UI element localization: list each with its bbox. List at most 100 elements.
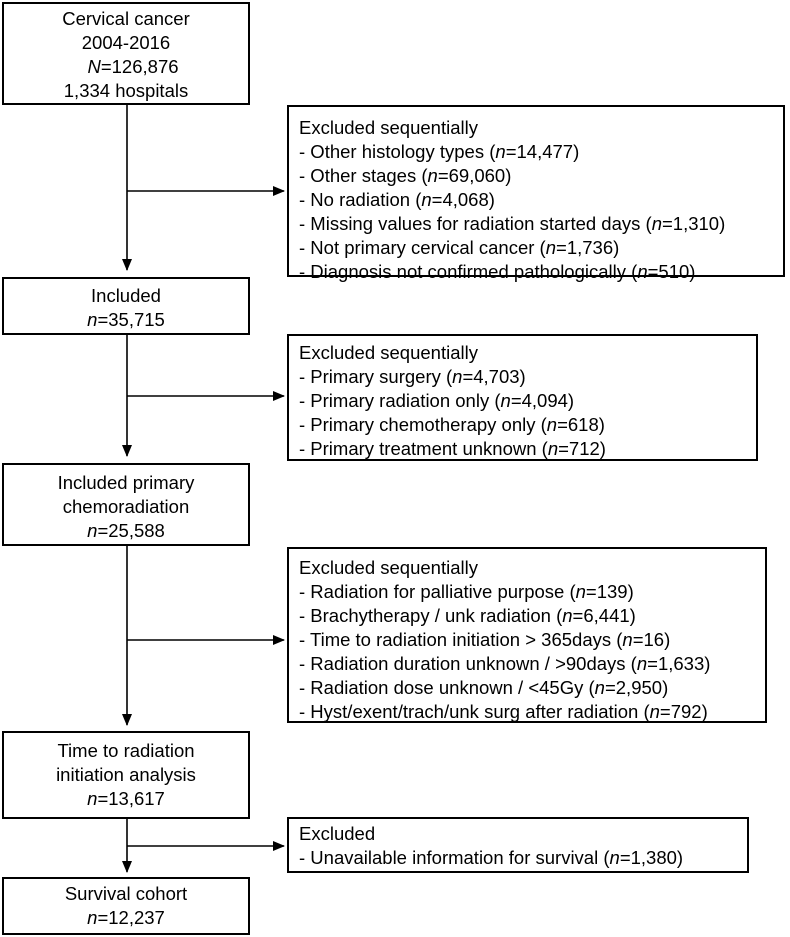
- exclusion-item-text: - Other histology types (: [299, 141, 496, 162]
- exclusion-item: - Brachytherapy / unk radiation (n=6,441…: [299, 604, 765, 628]
- survival-cohort-box: Survival cohort n=12,237: [2, 877, 250, 935]
- exclusion-item-text: - Time to radiation initiation > 365days…: [299, 629, 623, 650]
- start-count-var: N: [87, 56, 101, 77]
- exclusion-item-text: - No radiation (: [299, 189, 422, 210]
- start-line-2: 2004-2016: [81, 32, 171, 53]
- exclusion-item-value: =139): [585, 581, 634, 602]
- exclusion-box-4: Excluded - Unavailable information for s…: [287, 817, 749, 873]
- included-count: n=35,715: [4, 308, 248, 332]
- exclusion-item: - Not primary cervical cancer (n=1,736): [299, 236, 783, 260]
- exclusion-item-var: n: [547, 438, 559, 459]
- exclusion-item-text: - Diagnosis not confirmed pathologically…: [299, 261, 638, 282]
- included-chemoradiation-count-var: n: [87, 520, 98, 541]
- start-line-4: 1,334 hospitals: [63, 80, 189, 101]
- exclusion-item-text: - Unavailable information for survival (: [299, 847, 610, 868]
- exclusion-1-list: - Other histology types (n=14,477)- Othe…: [299, 140, 783, 284]
- exclusion-item-value: =6,441): [572, 605, 636, 626]
- exclusion-item: - Diagnosis not confirmed pathologically…: [299, 260, 783, 284]
- survival-cohort-count: n=12,237: [4, 906, 248, 930]
- exclusion-item: - Missing values for radiation started d…: [299, 212, 783, 236]
- start-line-1: Cervical cancer: [62, 8, 190, 29]
- start-box: Cervical cancer 2004-2016 N=126,876 1,33…: [2, 2, 250, 105]
- included-chemoradiation-count-value: =25,588: [97, 520, 165, 541]
- exclusion-item-var: n: [427, 165, 438, 186]
- exclusion-2-header: Excluded sequentially: [299, 342, 478, 363]
- exclusion-item: - Radiation duration unknown / >90days (…: [299, 652, 765, 676]
- exclusion-item-var: n: [575, 581, 586, 602]
- exclusion-1-header: Excluded sequentially: [299, 117, 478, 138]
- time-to-radiation-count-var: n: [87, 788, 98, 809]
- included-count-value: =35,715: [97, 309, 165, 330]
- exclusion-item: - Primary chemotherapy only (n=618): [299, 413, 756, 437]
- exclusion-box-3: Excluded sequentially - Radiation for pa…: [287, 547, 767, 723]
- start-count-value: =126,876: [100, 56, 179, 77]
- exclusion-4-header: Excluded: [299, 823, 376, 844]
- exclusion-item-text: - Missing values for radiation started d…: [299, 213, 652, 234]
- exclusion-4-list: - Unavailable information for survival (…: [299, 846, 747, 870]
- exclusion-item: - Other stages (n=69,060): [299, 164, 783, 188]
- included-chemoradiation-count: n=25,588: [4, 519, 248, 543]
- exclusion-item-text: - Radiation for palliative purpose (: [299, 581, 576, 602]
- exclusion-item: - Other histology types (n=14,477): [299, 140, 783, 164]
- exclusion-item-value: =16): [632, 629, 671, 650]
- exclusion-item-var: n: [495, 141, 506, 162]
- survival-cohort-count-var: n: [87, 907, 98, 928]
- exclusion-item-var: n: [649, 701, 660, 722]
- exclusion-item: - Radiation for palliative purpose (n=13…: [299, 580, 765, 604]
- exclusion-item: - Primary radiation only (n=4,094): [299, 389, 756, 413]
- exclusion-item-value: =14,477): [505, 141, 580, 162]
- exclusion-box-1: Excluded sequentially - Other histology …: [287, 105, 785, 282]
- exclusion-item-value: =69,060): [437, 165, 512, 186]
- exclusion-item-var: n: [562, 605, 573, 626]
- exclusion-item: - Radiation dose unknown / <45Gy (n=2,95…: [299, 676, 765, 700]
- included-chemoradiation-line-1: Included primary: [57, 472, 195, 493]
- exclusion-item-var: n: [637, 261, 648, 282]
- exclusion-item-var: n: [452, 366, 463, 387]
- exclusion-item-value: =4,703): [462, 366, 526, 387]
- included-chemoradiation-line-2: chemoradiation: [62, 496, 190, 517]
- exclusion-item-value: =792): [659, 701, 708, 722]
- exclusion-item-value: =1,633): [647, 653, 711, 674]
- exclusion-item: - Primary treatment unknown (n=712): [299, 437, 756, 461]
- included-chemoradiation-box: Included primary chemoradiation n=25,588: [2, 463, 250, 546]
- exclusion-item-value: =1,736): [556, 237, 620, 258]
- exclusion-item: - Time to radiation initiation > 365days…: [299, 628, 765, 652]
- exclusion-3-list: - Radiation for palliative purpose (n=13…: [299, 580, 765, 724]
- exclusion-item-var: n: [622, 629, 633, 650]
- exclusion-item: - Primary surgery (n=4,703): [299, 365, 756, 389]
- exclusion-item-text: - Primary radiation only (: [299, 390, 501, 411]
- exclusion-2-list: - Primary surgery (n=4,703)- Primary rad…: [299, 365, 756, 461]
- exclusion-item: - No radiation (n=4,068): [299, 188, 783, 212]
- exclusion-item-text: - Hyst/exent/trach/unk surg after radiat…: [299, 701, 650, 722]
- exclusion-3-header: Excluded sequentially: [299, 557, 478, 578]
- exclusion-item-value: =510): [647, 261, 696, 282]
- exclusion-item-var: n: [500, 390, 511, 411]
- exclusion-item-value: =712): [558, 438, 606, 459]
- time-to-radiation-count-value: =13,617: [97, 788, 165, 809]
- exclusion-item: - Hyst/exent/trach/unk surg after radiat…: [299, 700, 765, 724]
- exclusion-item-var: n: [421, 189, 432, 210]
- exclusion-item-var: n: [545, 237, 557, 258]
- exclusion-item-text: - Not primary cervical cancer (: [299, 237, 546, 258]
- included-box: Included n=35,715: [2, 277, 250, 335]
- exclusion-item-var: n: [594, 677, 605, 698]
- exclusion-item-var: n: [546, 414, 558, 435]
- exclusion-item-var: n: [651, 213, 662, 234]
- exclusion-item-var: n: [609, 847, 620, 868]
- included-label: Included: [91, 285, 161, 306]
- included-count-var: n: [87, 309, 98, 330]
- exclusion-box-2: Excluded sequentially - Primary surgery …: [287, 334, 758, 461]
- start-count: N=126,876: [4, 55, 248, 79]
- time-to-radiation-box: Time to radiation initiation analysis n=…: [2, 731, 250, 819]
- survival-cohort-count-value: =12,237: [97, 907, 165, 928]
- time-to-radiation-line-1: Time to radiation: [57, 740, 195, 761]
- survival-cohort-label: Survival cohort: [64, 883, 188, 904]
- exclusion-item-value: =1,310): [661, 213, 726, 234]
- exclusion-item-var: n: [636, 653, 648, 674]
- exclusion-item-value: =4,094): [510, 390, 575, 411]
- exclusion-item-text: - Other stages (: [299, 165, 428, 186]
- exclusion-item-value: =4,068): [431, 189, 495, 210]
- exclusion-item-text: - Brachytherapy / unk radiation (: [299, 605, 563, 626]
- exclusion-item: - Unavailable information for survival (…: [299, 846, 747, 870]
